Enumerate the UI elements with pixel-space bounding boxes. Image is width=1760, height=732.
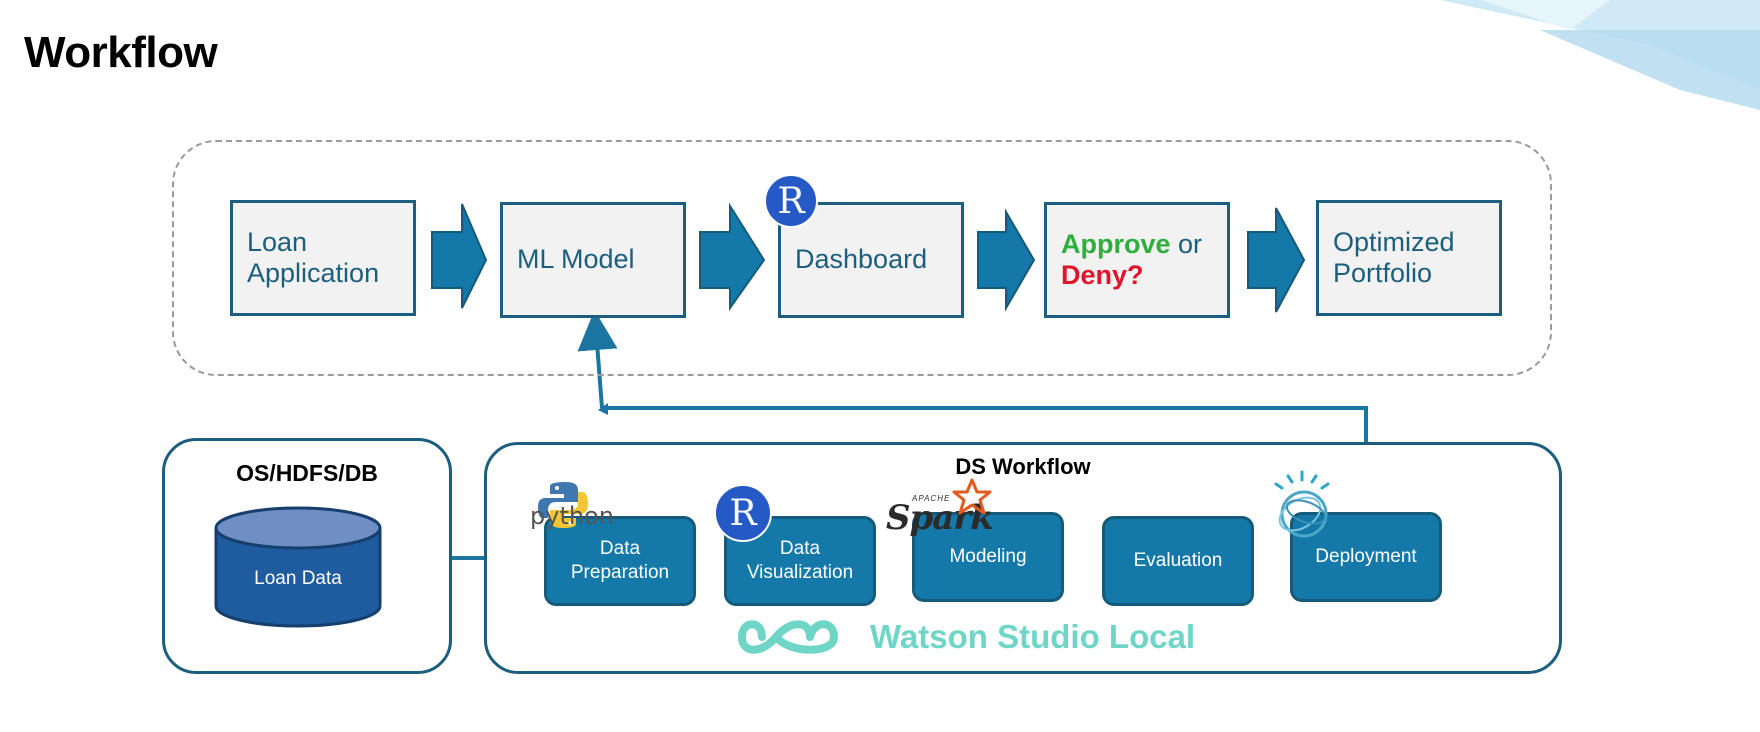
- data-preparation-line1: Data: [599, 538, 641, 560]
- ml-model-label: ML Model: [517, 244, 635, 275]
- optimized-portfolio-line1: Optimized: [1333, 226, 1455, 257]
- watson-studio-local-label: Watson Studio Local: [870, 618, 1196, 655]
- evaluation-step: Evaluation: [1102, 516, 1254, 606]
- watson-logo-icon: [1274, 470, 1330, 538]
- dashboard-label: Dashboard: [795, 244, 928, 275]
- data-visualization-line2: Visualization: [746, 562, 854, 583]
- r-logo-icon-ds: R: [714, 484, 772, 542]
- evaluation-label: Evaluation: [1133, 550, 1223, 572]
- data-visualization-line1: Data: [779, 538, 821, 560]
- loan-application-line2: Application: [247, 258, 380, 288]
- block-arrow-3: [977, 208, 1036, 312]
- optimized-portfolio-box: Optimized Portfolio: [1316, 200, 1502, 316]
- spark-star-icon: [952, 478, 992, 515]
- deployment-label: Deployment: [1315, 546, 1417, 568]
- watson-studio-infinity-icon: [737, 620, 839, 654]
- block-arrow-1: [431, 203, 488, 309]
- approve-or-deny-box: Approve or Deny?: [1044, 202, 1230, 318]
- page-title: Workflow: [24, 28, 218, 77]
- data-preparation-line2: Preparation: [570, 562, 670, 583]
- database-icon: [214, 506, 382, 628]
- or-text: or: [1170, 228, 1203, 259]
- loan-data-label: Loan Data: [254, 568, 342, 589]
- modeling-label: Modeling: [949, 546, 1027, 568]
- optimized-portfolio-line2: Portfolio: [1333, 258, 1433, 288]
- r-logo-icon: R: [764, 174, 818, 228]
- spark-logo-text: Spark: [886, 498, 994, 538]
- ds-workflow-title: DS Workflow: [955, 454, 1091, 479]
- business-flow-panel: [172, 140, 1552, 376]
- python-logo-text: python: [530, 502, 614, 530]
- block-arrow-4: [1247, 207, 1306, 313]
- data-preparation-step: Data Preparation: [544, 516, 696, 606]
- spark-apache-text: APACHE: [912, 494, 951, 503]
- corner-decoration: [1440, 0, 1760, 110]
- approve-text: Approve: [1061, 228, 1171, 259]
- dashboard-box: Dashboard: [778, 202, 964, 318]
- storage-title: OS/HDFS/DB: [236, 460, 378, 486]
- modeling-step: Modeling: [912, 512, 1064, 602]
- loan-application-box: Loan Application: [230, 200, 416, 316]
- ml-model-box: ML Model: [500, 202, 686, 318]
- block-arrow-2: [699, 202, 766, 312]
- deployment-step: Deployment: [1290, 512, 1442, 602]
- loan-application-line1: Loan: [247, 226, 308, 257]
- deny-text: Deny?: [1061, 260, 1144, 290]
- python-logo-icon: [538, 482, 588, 528]
